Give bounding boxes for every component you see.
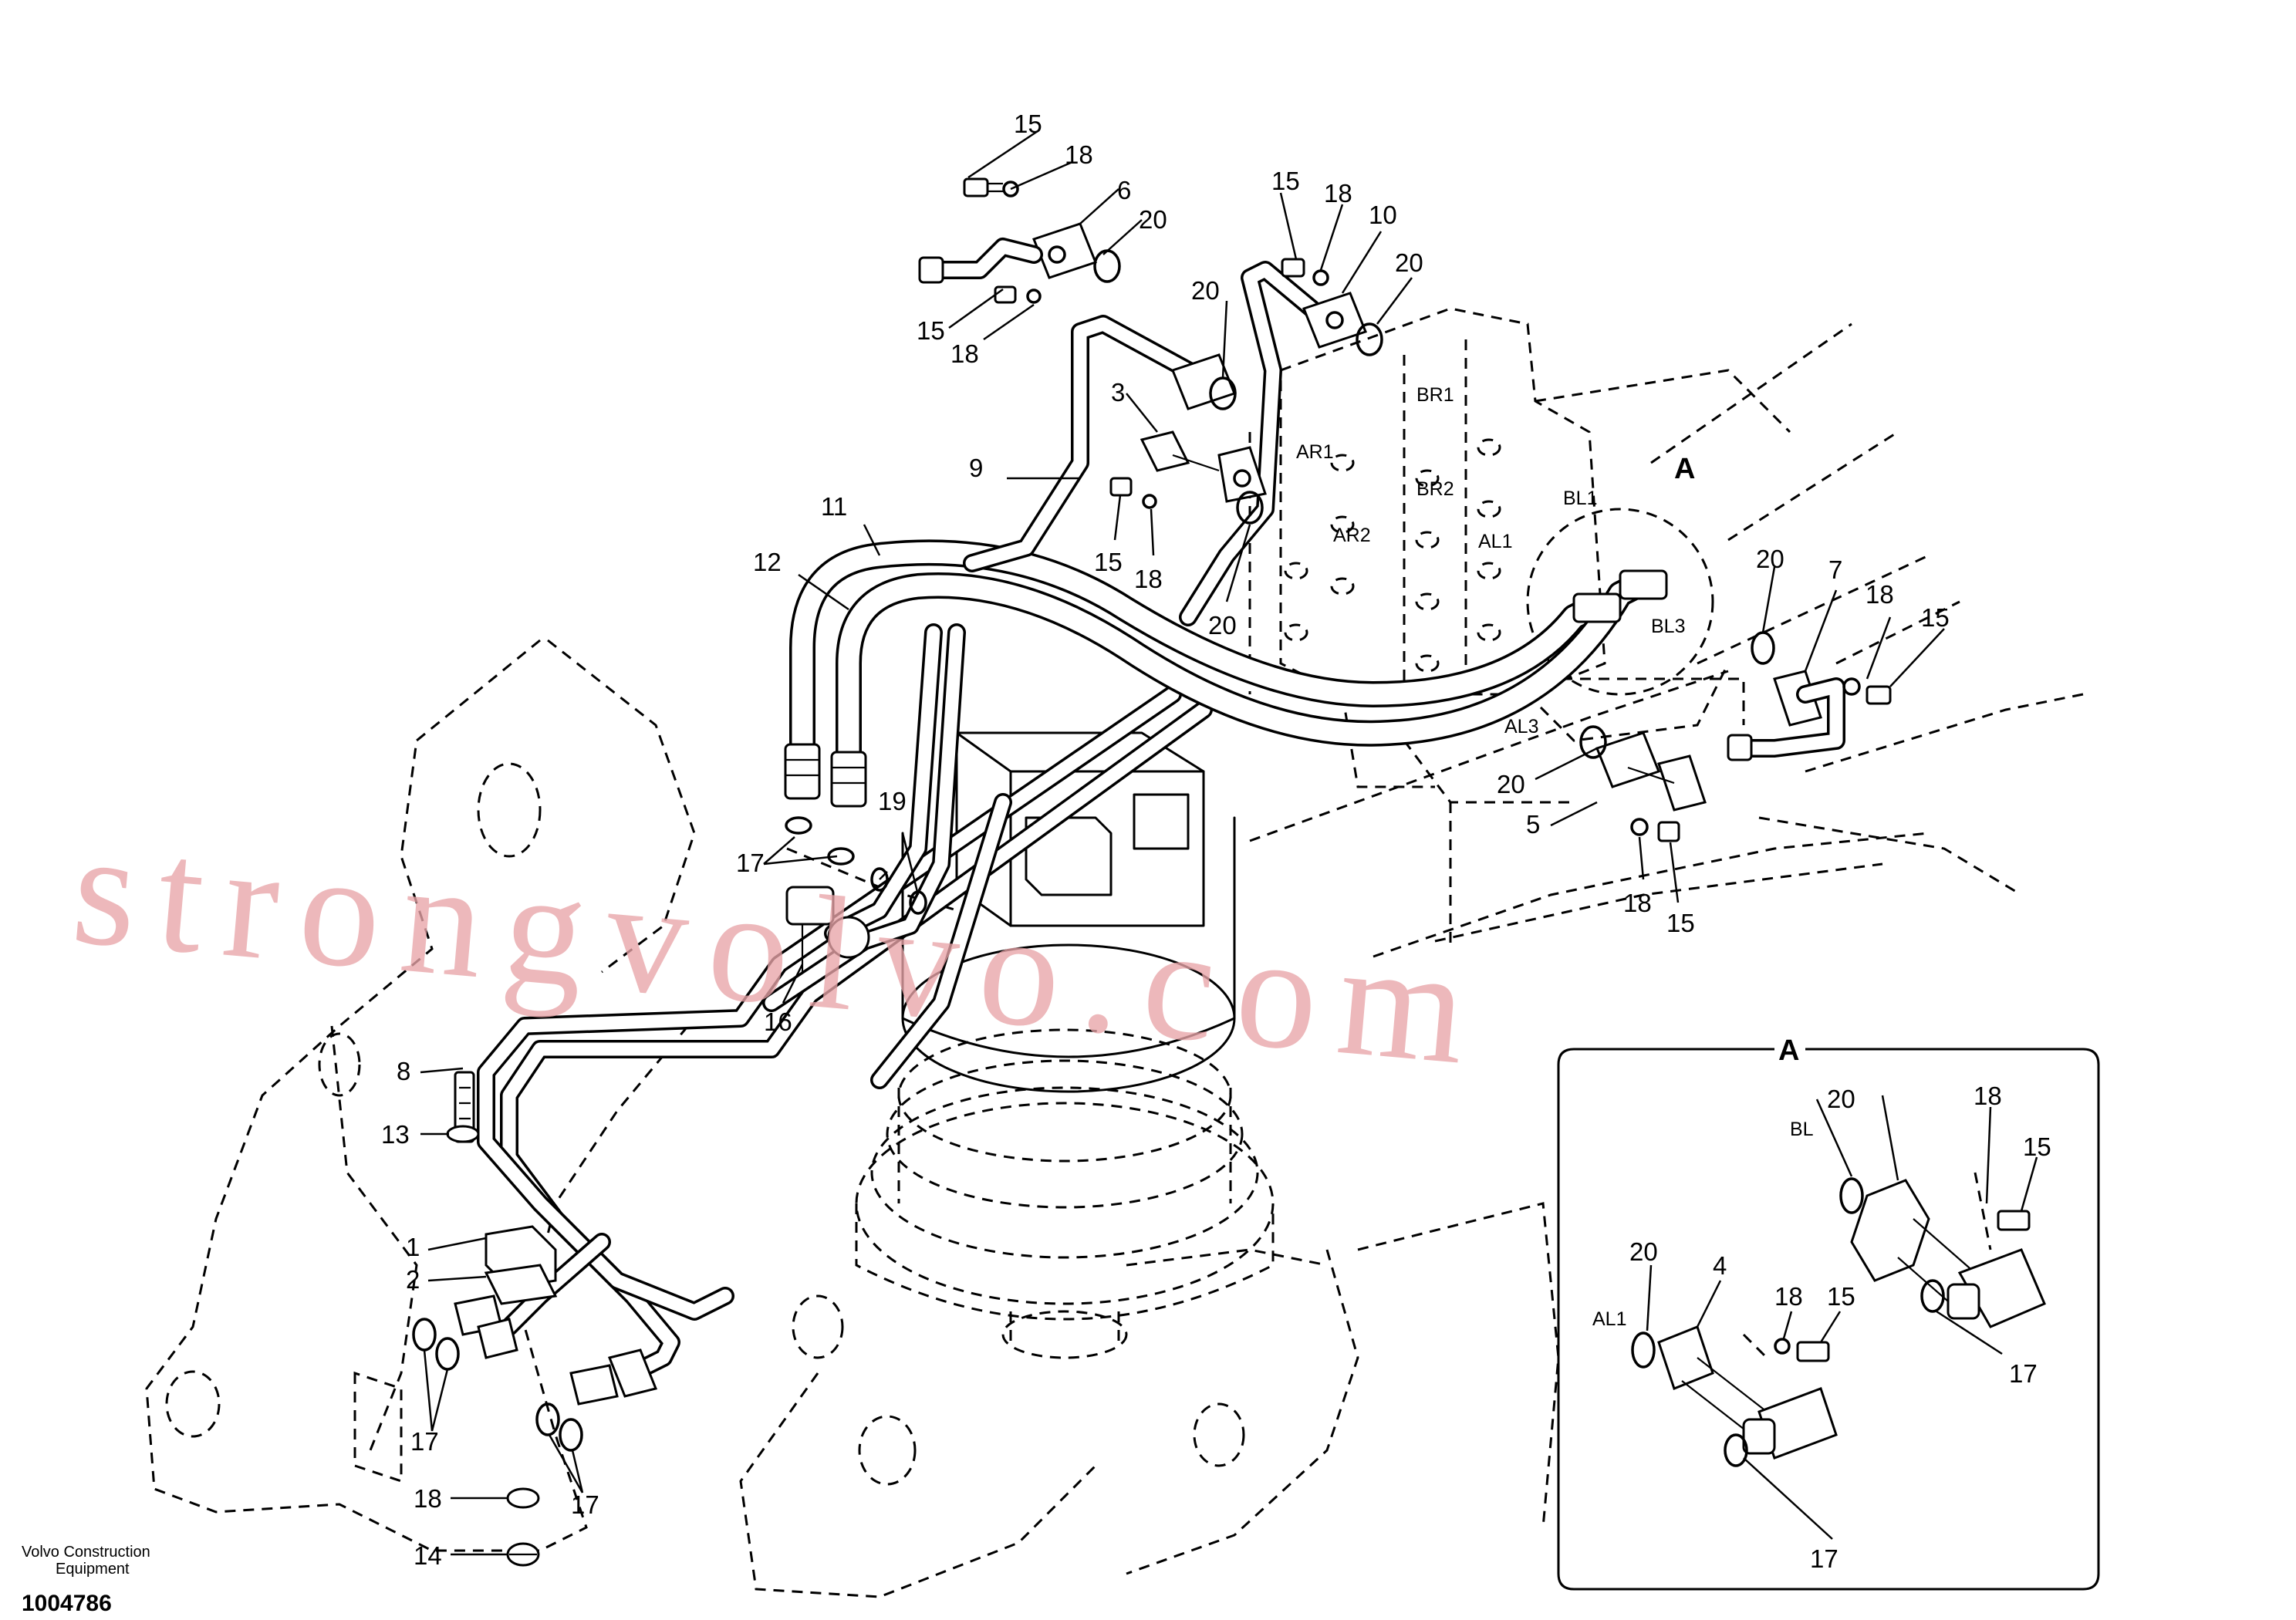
callout-20: 20 xyxy=(1497,770,1525,798)
detail-a-title: A xyxy=(1778,1034,1799,1067)
callout-18: 18 xyxy=(1065,140,1093,169)
callout-20: 20 xyxy=(1139,205,1167,234)
callout-18: 18 xyxy=(950,339,979,368)
callout-18: 18 xyxy=(1866,580,1894,609)
callout-14: 14 xyxy=(414,1541,442,1570)
callout-13: 13 xyxy=(381,1120,410,1149)
hose-assemblies xyxy=(784,539,1668,808)
callout-17: 17 xyxy=(571,1490,599,1519)
footer: Volvo Construction Equipment 1004786 xyxy=(22,1544,150,1616)
callout-17: 17 xyxy=(736,849,765,877)
brand-line-1: Volvo Construction xyxy=(22,1544,150,1561)
callout-20: 20 xyxy=(1756,545,1784,573)
callout-15: 15 xyxy=(1014,110,1042,138)
port-br2: BR2 xyxy=(1416,478,1454,500)
port-bl3: BL3 xyxy=(1651,616,1685,637)
callout-12: 12 xyxy=(753,548,782,576)
detail-a-inset xyxy=(1557,1032,2100,1591)
port-bl1: BL1 xyxy=(1563,488,1597,509)
callout-5: 5 xyxy=(1526,810,1540,839)
detail-callout-4: 4 xyxy=(1713,1251,1727,1280)
brand-line-2: Equipment xyxy=(56,1561,130,1578)
detail-callout-15: 15 xyxy=(2023,1132,2051,1161)
callout-18: 18 xyxy=(1623,889,1652,917)
detail-callout-18: 18 xyxy=(1774,1282,1803,1311)
callout-20: 20 xyxy=(1191,276,1220,305)
port-al1: AL1 xyxy=(1478,531,1512,552)
callout-18: 18 xyxy=(1324,179,1352,208)
detail-callout-15: 15 xyxy=(1827,1282,1855,1311)
callout-15: 15 xyxy=(917,316,945,345)
callout-15: 15 xyxy=(1921,603,1950,632)
callout-10: 10 xyxy=(1369,201,1397,229)
callout-19: 19 xyxy=(878,787,907,815)
callout-15: 15 xyxy=(1094,548,1123,576)
callout-3: 3 xyxy=(1111,378,1125,407)
callout-17: 17 xyxy=(410,1427,439,1456)
callout-7: 7 xyxy=(1828,555,1842,584)
document-number: 1004786 xyxy=(22,1591,112,1616)
callout-15: 15 xyxy=(1271,167,1300,195)
callout-2: 2 xyxy=(406,1265,420,1294)
detail-port-al1: AL1 xyxy=(1592,1308,1626,1330)
detail-port-bl: BL xyxy=(1790,1119,1814,1140)
detail-marker-main: A xyxy=(1674,453,1695,485)
pipe-9-and-10 xyxy=(963,261,1321,626)
detail-callout-17: 17 xyxy=(1810,1544,1838,1573)
detail-a-labels: A 20 BL 18 15 17 20 AL1 4 18 15 17 xyxy=(1592,1034,2051,1573)
leader-lines xyxy=(420,130,1945,1556)
callout-1: 1 xyxy=(406,1233,420,1261)
callout-16: 16 xyxy=(764,1007,792,1036)
port-ar1: AR1 xyxy=(1296,441,1334,463)
callout-8: 8 xyxy=(397,1057,410,1085)
callout-18: 18 xyxy=(1134,565,1163,593)
callout-18: 18 xyxy=(414,1484,442,1513)
swing-motor xyxy=(855,731,1275,1359)
callout-11: 11 xyxy=(821,492,847,521)
flange-fittings xyxy=(918,177,1892,842)
callout-9: 9 xyxy=(969,454,983,482)
swivel-joint-fitting xyxy=(785,816,927,972)
port-labels: AR1 AR2 BR1 BR2 AL1 BL1 BL3 AL3 xyxy=(1296,384,1685,737)
callout-20: 20 xyxy=(1208,611,1237,640)
detail-callout-20: 20 xyxy=(1629,1237,1658,1266)
control-valve xyxy=(1248,307,1791,949)
detail-callout-20: 20 xyxy=(1827,1085,1855,1113)
port-al3: AL3 xyxy=(1504,716,1538,737)
detail-callout-17: 17 xyxy=(2009,1359,2038,1388)
detail-callout-18: 18 xyxy=(1974,1082,2002,1110)
callout-20: 20 xyxy=(1395,248,1423,277)
clamp-and-fittings xyxy=(412,1071,658,1567)
callout-labels: 15 18 6 20 15 18 15 18 10 20 20 3 9 15 1… xyxy=(381,110,1950,1570)
watermark-text: strongvolvo.com xyxy=(66,798,1494,1100)
callout-6: 6 xyxy=(1117,176,1131,204)
port-ar2: AR2 xyxy=(1333,525,1371,546)
callout-15: 15 xyxy=(1666,909,1695,937)
port-br1: BR1 xyxy=(1416,384,1454,406)
